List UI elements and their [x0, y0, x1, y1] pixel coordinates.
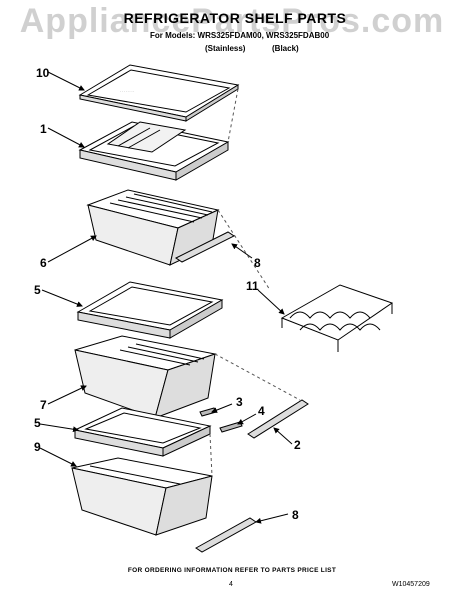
variant-stainless: (Stainless) [205, 44, 246, 53]
callout-10: 10 [36, 66, 50, 80]
page-title: REFRIGERATOR SHELF PARTS [123, 10, 347, 26]
rail-2 [247, 399, 309, 439]
crisper-drawer-6 [86, 189, 220, 266]
shelf-frame-1 [78, 121, 230, 181]
svg-text:. . . . . . . .: . . . . . . . . [120, 89, 134, 93]
callout-6: 6 [40, 256, 47, 270]
callout-7: 7 [40, 398, 47, 412]
callout-3: 3 [236, 395, 243, 409]
drawer-rail-8-upper [175, 231, 235, 263]
models-line: For Models: WRS325FDAM00, WRS325FDAB00 [150, 31, 330, 40]
callout-4: 4 [258, 404, 265, 418]
glass-shelf-10: . . . . . . . . [78, 64, 240, 122]
callout-5-upper: 5 [34, 283, 41, 297]
shelf-5-lower [73, 407, 212, 457]
page-number: 4 [229, 581, 233, 588]
drawer-9 [71, 457, 213, 536]
crisper-drawer-7 [74, 335, 217, 419]
variant-black: (Black) [272, 44, 299, 53]
callout-2: 2 [294, 438, 301, 452]
wine-rack-11 [280, 284, 394, 352]
shelf-5-upper [76, 281, 224, 339]
document-number: W10457209 [392, 581, 430, 588]
drawer-rail-8-lower [195, 517, 257, 553]
callout-8-upper: 8 [254, 256, 261, 270]
callout-5-lower: 5 [34, 416, 41, 430]
callout-1: 1 [40, 122, 47, 136]
callout-8-lower: 8 [292, 508, 299, 522]
callout-11: 11 [246, 279, 259, 293]
callout-9: 9 [34, 440, 41, 454]
ordering-note: FOR ORDERING INFORMATION REFER TO PARTS … [127, 567, 337, 574]
